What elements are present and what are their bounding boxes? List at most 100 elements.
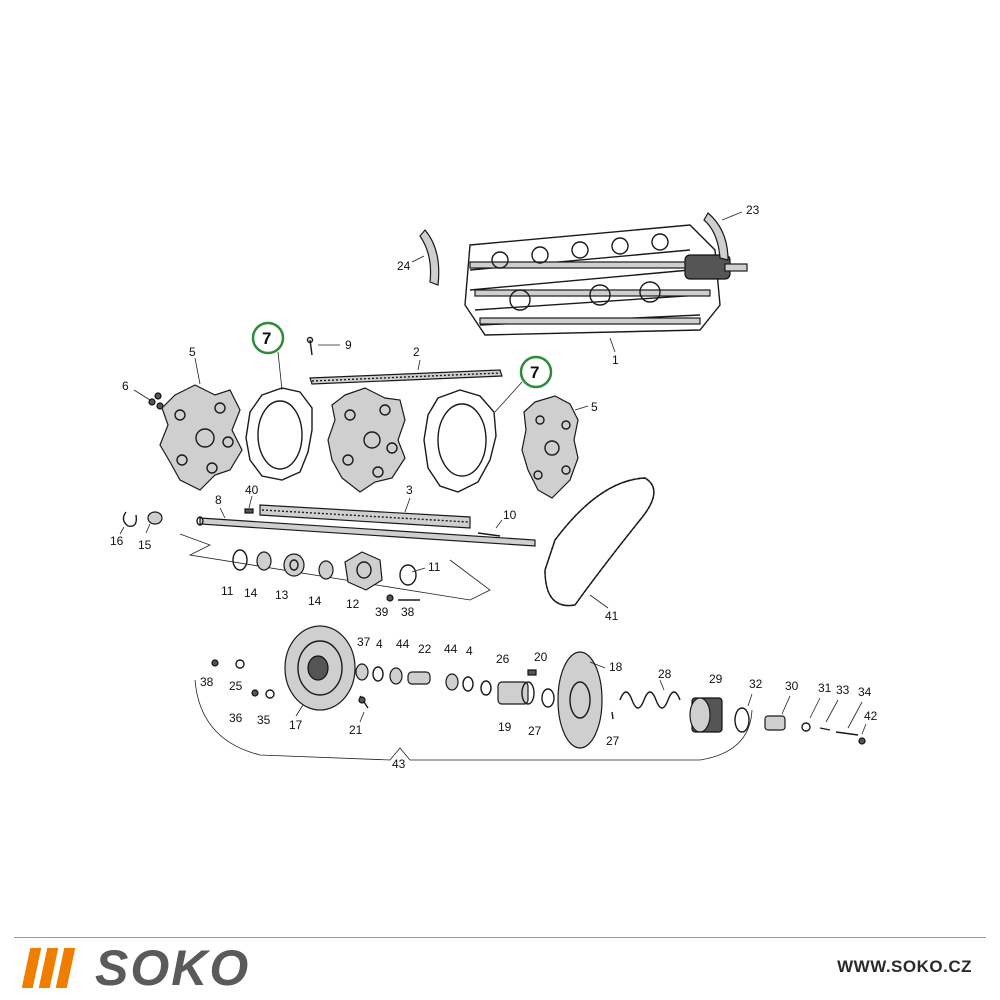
callout-43: 43 xyxy=(392,757,406,771)
callout-24: 24 xyxy=(397,259,411,273)
bushing-part xyxy=(147,511,163,525)
bolt-part xyxy=(211,659,219,667)
callout-11: 11 xyxy=(428,560,441,574)
callout-30: 30 xyxy=(785,679,799,693)
callout-14: 14 xyxy=(244,586,258,600)
callout-19: 19 xyxy=(498,720,512,734)
callout-44: 44 xyxy=(396,637,410,651)
soko-logo: SOKO xyxy=(21,940,251,996)
bolts-part xyxy=(148,392,164,410)
nut-part xyxy=(386,594,394,602)
callout-33: 33 xyxy=(836,683,850,697)
callout-9: 9 xyxy=(345,338,352,352)
callout-3: 3 xyxy=(406,483,413,497)
callout-27: 27 xyxy=(606,734,620,748)
bar-part xyxy=(309,369,503,385)
circlip-part xyxy=(399,564,417,586)
callout-17: 17 xyxy=(289,718,303,732)
callout-23: 23 xyxy=(746,203,760,217)
callout-44: 44 xyxy=(444,642,458,656)
callout-4: 4 xyxy=(376,637,383,651)
callout-16: 16 xyxy=(110,534,124,548)
scraper-part xyxy=(703,212,729,261)
pin-part xyxy=(819,727,831,731)
logo-bars-icon xyxy=(21,948,77,988)
highlight-circle xyxy=(519,355,553,389)
callout-32: 32 xyxy=(749,677,763,691)
callout-38: 38 xyxy=(200,675,214,689)
callout-22: 22 xyxy=(418,642,432,656)
callout-41: 41 xyxy=(605,609,619,623)
callout-4: 4 xyxy=(466,644,473,658)
callout-15: 15 xyxy=(138,538,152,552)
callout-5: 5 xyxy=(189,345,196,359)
circlip-part xyxy=(480,680,492,696)
washer-part xyxy=(256,551,272,571)
callout-6: 6 xyxy=(122,379,129,393)
callout-18: 18 xyxy=(609,660,623,674)
nut-part xyxy=(858,737,866,745)
chain-part xyxy=(544,477,655,607)
highlight-circle xyxy=(251,321,285,355)
callout-14: 14 xyxy=(308,594,322,608)
spring-cup-part xyxy=(689,697,723,733)
ring-plate-part xyxy=(245,387,313,481)
washer-part xyxy=(265,689,275,699)
callout-36: 36 xyxy=(229,711,243,725)
star-disc-part xyxy=(521,395,579,499)
nut-part xyxy=(251,689,259,697)
callout-38: 38 xyxy=(401,605,415,619)
brand-name: SOKO xyxy=(95,940,251,996)
shaft-part xyxy=(196,516,536,547)
bearing-part xyxy=(389,667,403,685)
callout-25: 25 xyxy=(229,679,243,693)
callout-39: 39 xyxy=(375,605,389,619)
bushing-part xyxy=(764,715,786,731)
callout-26: 26 xyxy=(496,652,510,666)
key-part xyxy=(527,669,537,676)
callout-12: 12 xyxy=(346,597,360,611)
callout-35: 35 xyxy=(257,713,271,727)
bolt-part xyxy=(835,731,859,736)
circlip-part xyxy=(122,511,138,527)
bar-part xyxy=(259,504,471,529)
washer-part xyxy=(372,666,384,682)
hub-part xyxy=(497,681,535,705)
callout-7-highlighted: 7 xyxy=(262,329,271,348)
star-disc-part xyxy=(159,384,243,491)
callout-20: 20 xyxy=(534,650,548,664)
callout-7-highlighted: 7 xyxy=(530,363,539,382)
callout-37: 37 xyxy=(357,635,371,649)
callout-21: 21 xyxy=(349,723,363,737)
pulley-part xyxy=(284,625,356,711)
key-part xyxy=(244,508,254,514)
callout-31: 31 xyxy=(818,681,832,695)
callout-1: 1 xyxy=(612,353,619,367)
callout-28: 28 xyxy=(658,667,672,681)
scraper-part xyxy=(419,229,440,286)
washer-part xyxy=(318,560,334,580)
circlip-part xyxy=(734,707,750,733)
drum-assembly-part xyxy=(464,224,748,336)
callout-27: 27 xyxy=(528,724,542,738)
callout-10: 10 xyxy=(503,508,517,522)
ring-plate-part xyxy=(423,389,497,493)
circlip-part xyxy=(232,549,248,571)
star-disc-part xyxy=(327,387,406,493)
washer-part xyxy=(235,659,245,669)
circlip-part xyxy=(541,688,555,708)
sleeve-part xyxy=(407,671,431,685)
callout-5: 5 xyxy=(591,400,598,414)
washer-part xyxy=(801,722,811,732)
spring-part xyxy=(619,691,681,709)
clutch-plate-part xyxy=(557,651,603,749)
callout-34: 34 xyxy=(858,685,872,699)
bearing-housing-part xyxy=(344,551,383,591)
callout-42: 42 xyxy=(864,709,878,723)
bearing-part xyxy=(355,663,369,681)
callout-2: 2 xyxy=(413,345,420,359)
footer-divider xyxy=(14,937,986,938)
website-link[interactable]: WWW.SOKO.CZ xyxy=(837,957,972,976)
callout-29: 29 xyxy=(709,672,723,686)
pin-part xyxy=(477,532,501,537)
